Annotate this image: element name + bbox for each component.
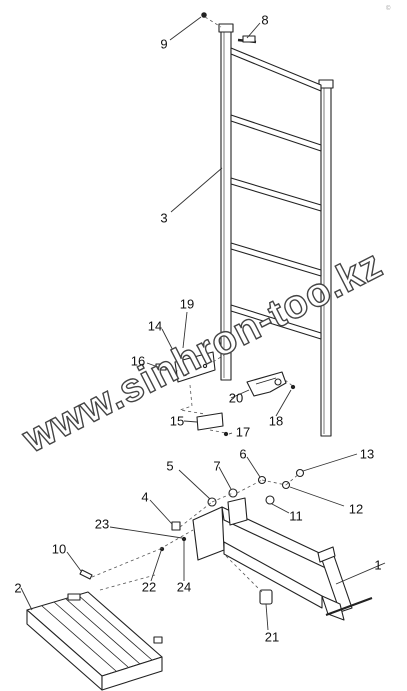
callout-1: 1 <box>374 557 382 573</box>
ladder-rung <box>230 114 322 152</box>
callout-18: 18 <box>268 413 284 429</box>
assembly-lines <box>91 16 301 593</box>
callout-3: 3 <box>160 210 168 226</box>
ladder-rung <box>230 177 322 212</box>
ladder-frame <box>218 23 334 437</box>
callout-9: 9 <box>160 36 168 52</box>
callout-16: 16 <box>130 353 146 369</box>
corner-mark: © <box>386 6 391 12</box>
callout-19: 19 <box>179 296 195 312</box>
callout-13: 13 <box>359 446 375 462</box>
callout-5: 5 <box>166 458 174 474</box>
callout-2: 2 <box>14 580 22 596</box>
leader-lines <box>20 16 386 631</box>
callout-23: 23 <box>94 516 110 532</box>
step-frame <box>192 497 373 621</box>
callout-6: 6 <box>239 446 247 462</box>
ladder-rung <box>230 242 322 277</box>
callout-8: 8 <box>261 12 269 28</box>
callout-7: 7 <box>213 458 221 474</box>
step-tray <box>26 591 163 691</box>
callout-11: 11 <box>289 508 303 524</box>
callout-22: 22 <box>141 579 157 595</box>
ladder-rung <box>230 304 322 340</box>
callout-15: 15 <box>169 413 185 429</box>
callout-24: 24 <box>176 579 192 595</box>
callout-12: 12 <box>348 501 364 517</box>
ladder-rung <box>230 47 322 92</box>
callout-14: 14 <box>147 318 163 334</box>
callout-10: 10 <box>51 541 67 557</box>
callout-17: 17 <box>235 424 251 440</box>
callout-21: 21 <box>264 629 280 645</box>
callout-4: 4 <box>141 489 149 505</box>
callout-20: 20 <box>228 390 244 406</box>
